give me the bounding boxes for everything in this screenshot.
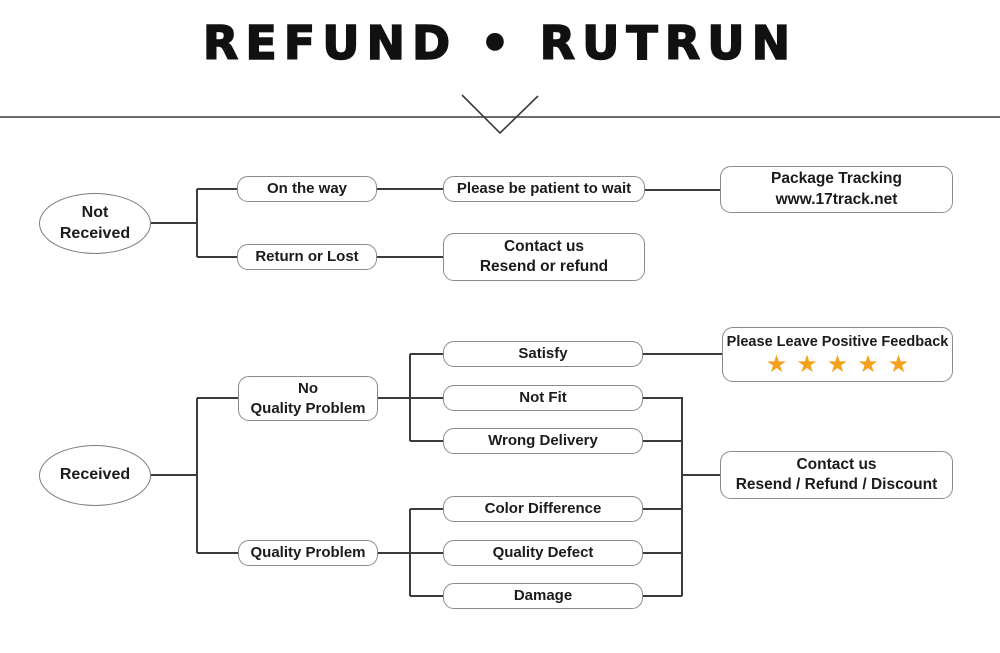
node-satisfy: Satisfy xyxy=(443,341,643,367)
node-label: Package Tracking xyxy=(771,170,902,188)
node-label: No xyxy=(298,380,318,397)
node-please-be-patient: Please be patient to wait xyxy=(443,176,645,202)
page-title: REFUND • RUTRUN xyxy=(202,15,798,71)
star-icon: ★ xyxy=(796,350,818,379)
node-label: Quality Defect xyxy=(492,544,594,562)
tracking-url: www.17track.net xyxy=(775,190,898,208)
chevron-down-icon xyxy=(461,94,539,135)
star-rating: ★ ★ ★ ★ ★ xyxy=(766,352,910,376)
node-label: Not Fit xyxy=(519,389,567,407)
node-color-difference: Color Difference xyxy=(443,496,643,522)
node-label: Satisfy xyxy=(518,345,568,363)
node-not-received: Not Received xyxy=(39,193,151,254)
node-damage: Damage xyxy=(443,583,643,609)
star-icon: ★ xyxy=(826,350,849,379)
node-label: Not xyxy=(81,203,109,221)
node-no-quality-problem: No Quality Problem xyxy=(238,376,378,421)
node-contact-us-resend-refund: Contact us Resend or refund xyxy=(443,233,645,281)
node-quality-defect: Quality Defect xyxy=(443,540,643,566)
node-label: Quality Problem xyxy=(250,399,366,417)
star-icon: ★ xyxy=(765,350,788,379)
node-on-the-way: On the way xyxy=(237,176,377,202)
node-contact-us-resend-refund-discount: Contact us Resend / Refund / Discount xyxy=(720,451,953,499)
node-not-fit: Not Fit xyxy=(443,385,643,411)
node-label: Received xyxy=(59,466,131,484)
node-return-or-lost: Return or Lost xyxy=(237,244,377,270)
node-label: Resend or refund xyxy=(479,258,609,275)
star-icon: ★ xyxy=(887,350,910,379)
node-label: Return or Lost xyxy=(255,248,359,266)
node-label: Contact us xyxy=(796,455,877,473)
node-label: Wrong Delivery xyxy=(488,432,598,450)
node-wrong-delivery: Wrong Delivery xyxy=(443,428,643,454)
node-label: Received xyxy=(59,224,131,242)
node-label: Please be patient to wait xyxy=(456,180,632,198)
node-received: Received xyxy=(39,445,151,506)
node-label: Resend / Refund / Discount xyxy=(735,476,938,493)
node-positive-feedback: Please Leave Positive Feedback ★ ★ ★ ★ ★ xyxy=(722,327,953,382)
node-package-tracking: Package Tracking www.17track.net xyxy=(720,166,953,213)
node-label: Color Difference xyxy=(484,500,602,518)
node-label: Please Leave Positive Feedback xyxy=(726,333,949,350)
node-label: Damage xyxy=(513,587,573,605)
node-quality-problem: Quality Problem xyxy=(238,540,378,566)
node-label: Contact us xyxy=(503,237,585,255)
node-label: On the way xyxy=(266,180,348,198)
star-icon: ★ xyxy=(857,350,879,379)
node-label: Quality Problem xyxy=(250,544,366,562)
